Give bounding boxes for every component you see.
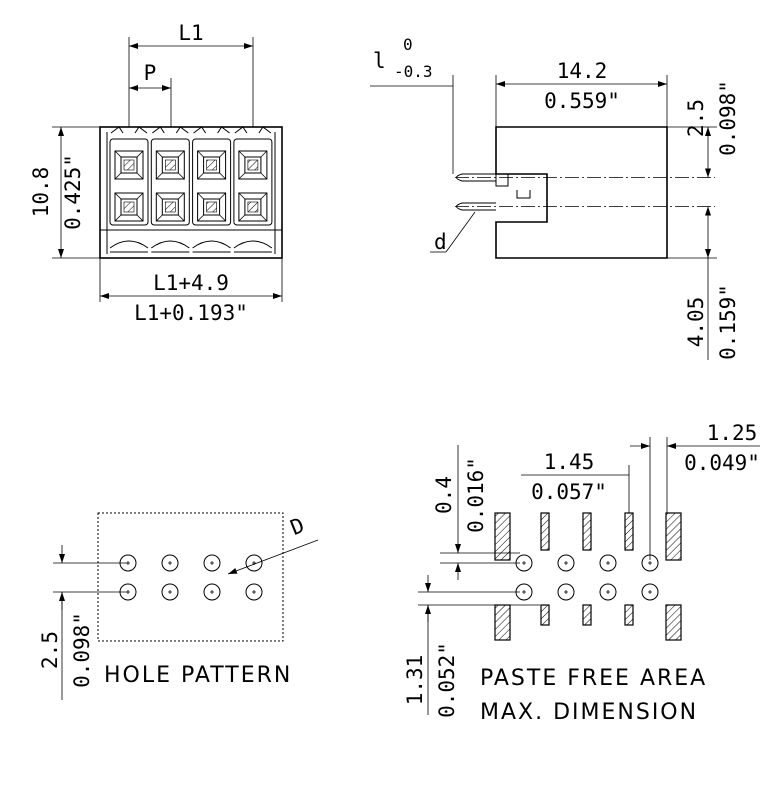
pole bbox=[233, 126, 273, 253]
label-l: l bbox=[373, 49, 386, 73]
wire-clamp bbox=[197, 192, 227, 222]
connector-poles bbox=[109, 126, 273, 253]
side-view: l 0 -0.3 14.2 0.559" 2.5 0.098" 4.05 0.1… bbox=[370, 35, 740, 360]
hole bbox=[161, 583, 179, 601]
holes bbox=[119, 554, 263, 601]
dimension-bottom-offset: 4.05 0.159" bbox=[667, 206, 740, 360]
label-top-in: 0.098" bbox=[716, 80, 740, 156]
hole bbox=[245, 583, 263, 601]
paste-pads bbox=[494, 512, 682, 641]
label-pad-offset-in: 0.049" bbox=[684, 451, 760, 475]
paste-pad bbox=[624, 604, 634, 626]
dimension-l: l 0 -0.3 bbox=[370, 35, 454, 174]
wire-clamp bbox=[238, 192, 268, 222]
centerlines bbox=[455, 177, 715, 207]
paste-free-area-view: 1.45 0.057" 1.25 0.049" 0.4 0.016" bbox=[403, 421, 760, 725]
paste-pad bbox=[582, 512, 592, 551]
label-P: P bbox=[144, 61, 157, 85]
dimension-row-distance: 1.31 0.052" bbox=[403, 575, 540, 718]
dimension-pad-gap: 0.4 0.016" bbox=[432, 445, 520, 580]
label-depth-in: 0.559" bbox=[544, 89, 620, 113]
dimension-L1: L1 bbox=[128, 21, 254, 127]
label-height-mm: 10.8 bbox=[29, 167, 53, 218]
front-view: L1 P 10.8 0.425" L1+4.9 L1+0.193" bbox=[29, 21, 283, 325]
hole bbox=[245, 554, 263, 572]
dimension-D: D bbox=[227, 513, 319, 575]
paste-pad bbox=[665, 604, 682, 641]
dimension-pitch: P bbox=[129, 61, 172, 127]
label-pad-gap-mm: 0.4 bbox=[432, 476, 456, 514]
label-pad-spacing-mm: 1.45 bbox=[544, 450, 595, 474]
hole-pattern-title: HOLE PATTERN bbox=[104, 663, 292, 688]
hole-pattern-outline bbox=[97, 512, 284, 642]
paste-pad bbox=[665, 512, 682, 561]
connector-body bbox=[99, 126, 283, 259]
label-bottom-in: 0.159" bbox=[716, 284, 740, 360]
dimension-width: L1+4.9 L1+0.193" bbox=[99, 258, 283, 325]
hole-pattern-view: D 2.5 0.098" HOLE PATTERN bbox=[38, 512, 319, 700]
wire-clamp bbox=[155, 150, 185, 180]
paste-hole bbox=[557, 554, 575, 572]
label-pin-d: d bbox=[434, 230, 447, 254]
paste-hole bbox=[557, 583, 575, 601]
wire-clamp bbox=[114, 192, 144, 222]
paste-pad bbox=[582, 604, 592, 626]
label-bottom-mm: 4.05 bbox=[684, 297, 708, 348]
dimension-depth: 14.2 0.559" bbox=[495, 59, 668, 127]
dimension-height: 10.8 0.425" bbox=[29, 126, 100, 259]
label-row-distance-in: 0.052" bbox=[435, 642, 459, 718]
label-tolerance-lower: -0.3 bbox=[394, 62, 433, 81]
paste-holes bbox=[515, 554, 659, 601]
wire-clamp bbox=[114, 150, 144, 180]
label-D: D bbox=[287, 513, 308, 540]
paste-pad bbox=[540, 604, 550, 626]
paste-area-title-line2: MAX. DIMENSION bbox=[480, 700, 698, 725]
pole bbox=[150, 126, 190, 253]
hole bbox=[203, 554, 221, 572]
label-row-distance-mm: 1.31 bbox=[403, 655, 427, 706]
label-pitch-mm: 2.5 bbox=[38, 631, 62, 669]
dimension-pad-offset: 1.25 0.049" bbox=[630, 421, 760, 560]
leader-pin-d: d bbox=[430, 211, 476, 254]
dimension-top-offset: 2.5 0.098" bbox=[667, 80, 740, 178]
pole bbox=[192, 126, 232, 253]
dimension-pad-spacing: 1.45 0.057" bbox=[521, 450, 630, 513]
label-height-in: 0.425" bbox=[61, 154, 85, 230]
paste-hole bbox=[599, 583, 617, 601]
paste-pad bbox=[494, 512, 511, 561]
paste-pad bbox=[494, 604, 511, 641]
label-L1: L1 bbox=[178, 21, 203, 45]
label-depth-mm: 14.2 bbox=[557, 59, 608, 83]
wire-clamp bbox=[197, 150, 227, 180]
hole bbox=[203, 583, 221, 601]
label-width-mm: L1+4.9 bbox=[153, 271, 229, 295]
label-pitch-in: 0.098" bbox=[70, 612, 94, 688]
pins bbox=[456, 173, 496, 211]
paste-hole bbox=[641, 583, 659, 601]
paste-pad bbox=[540, 512, 550, 551]
paste-pad bbox=[624, 512, 634, 551]
hole bbox=[161, 554, 179, 572]
dimension-hole-pitch: 2.5 0.098" bbox=[38, 545, 128, 700]
label-pad-offset-mm: 1.25 bbox=[707, 421, 758, 445]
side-body bbox=[495, 126, 668, 259]
label-tolerance-upper: 0 bbox=[403, 35, 413, 54]
label-top-mm: 2.5 bbox=[684, 99, 708, 137]
wire-clamp bbox=[238, 150, 268, 180]
paste-area-title-line1: PASTE FREE AREA bbox=[480, 666, 707, 691]
label-width-in: L1+0.193" bbox=[134, 301, 248, 325]
wire-clamp bbox=[155, 192, 185, 222]
paste-hole bbox=[599, 554, 617, 572]
pole bbox=[109, 126, 149, 253]
label-pad-gap-in: 0.016" bbox=[464, 457, 488, 533]
label-pad-spacing-in: 0.057" bbox=[531, 480, 607, 504]
